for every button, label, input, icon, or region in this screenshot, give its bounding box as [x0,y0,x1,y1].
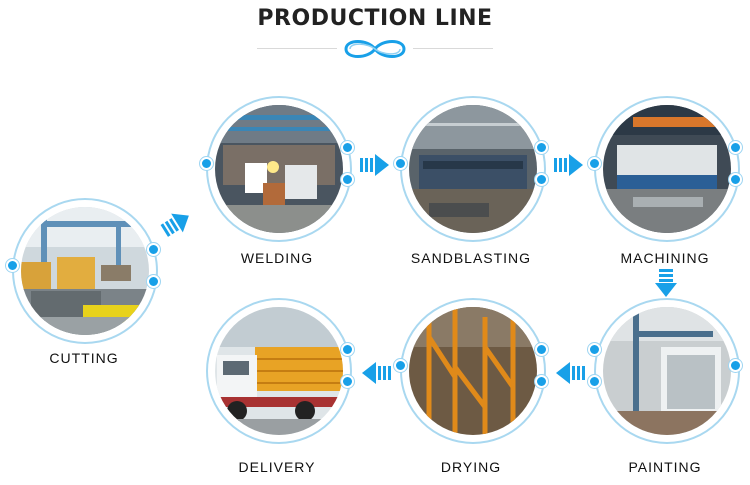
connector-dot [341,141,354,154]
step-welding [200,96,356,246]
step-sandblasting [394,96,550,246]
drying-photo [409,307,537,435]
step-drying [394,298,550,448]
arrow-left-icon [362,362,391,384]
page-title: PRODUCTION LINE [257,6,493,31]
step-delivery [206,298,356,448]
machining-photo [603,105,731,233]
connector-dot [535,141,548,154]
step-label-cutting: CUTTING [49,350,119,366]
step-label-painting: PAINTING [628,459,702,475]
step-machining [588,96,744,246]
connector-dot [147,243,160,256]
arrow-down-icon [655,269,677,297]
step-cutting [6,198,162,348]
connector-dot [341,173,354,186]
delivery-photo [215,307,343,435]
connector-dot [588,375,601,388]
step-label-sandblasting: SANDBLASTING [410,250,532,266]
connector-dot [200,157,213,170]
connector-dot [147,275,160,288]
step-label-welding: WELDING [240,250,314,266]
connector-dot [588,343,601,356]
connector-dot [729,141,742,154]
sandblasting-photo [409,105,537,233]
arrow-diagonal-icon [160,213,189,237]
title-divider-right [413,48,493,49]
connector-dot [394,359,407,372]
connector-dot [6,259,19,272]
connector-dot [535,375,548,388]
arrow-right-icon [360,154,389,176]
welding-photo [215,105,343,233]
step-label-machining: MACHINING [620,250,710,266]
infinity-ornament-icon [344,40,406,58]
connector-dot [729,359,742,372]
cutting-photo [21,207,149,335]
step-painting [588,298,744,448]
connector-dot [535,173,548,186]
painting-photo [603,307,731,435]
arrow-left-icon [556,362,585,384]
connector-dot [394,157,407,170]
title-divider-left [257,48,337,49]
connector-dot [341,375,354,388]
connector-dot [729,173,742,186]
step-label-drying: DRYING [440,459,502,475]
connector-dot [341,343,354,356]
connector-dot [535,343,548,356]
connector-dot [588,157,601,170]
arrow-right-icon [554,154,583,176]
step-label-delivery: DELIVERY [238,459,316,475]
